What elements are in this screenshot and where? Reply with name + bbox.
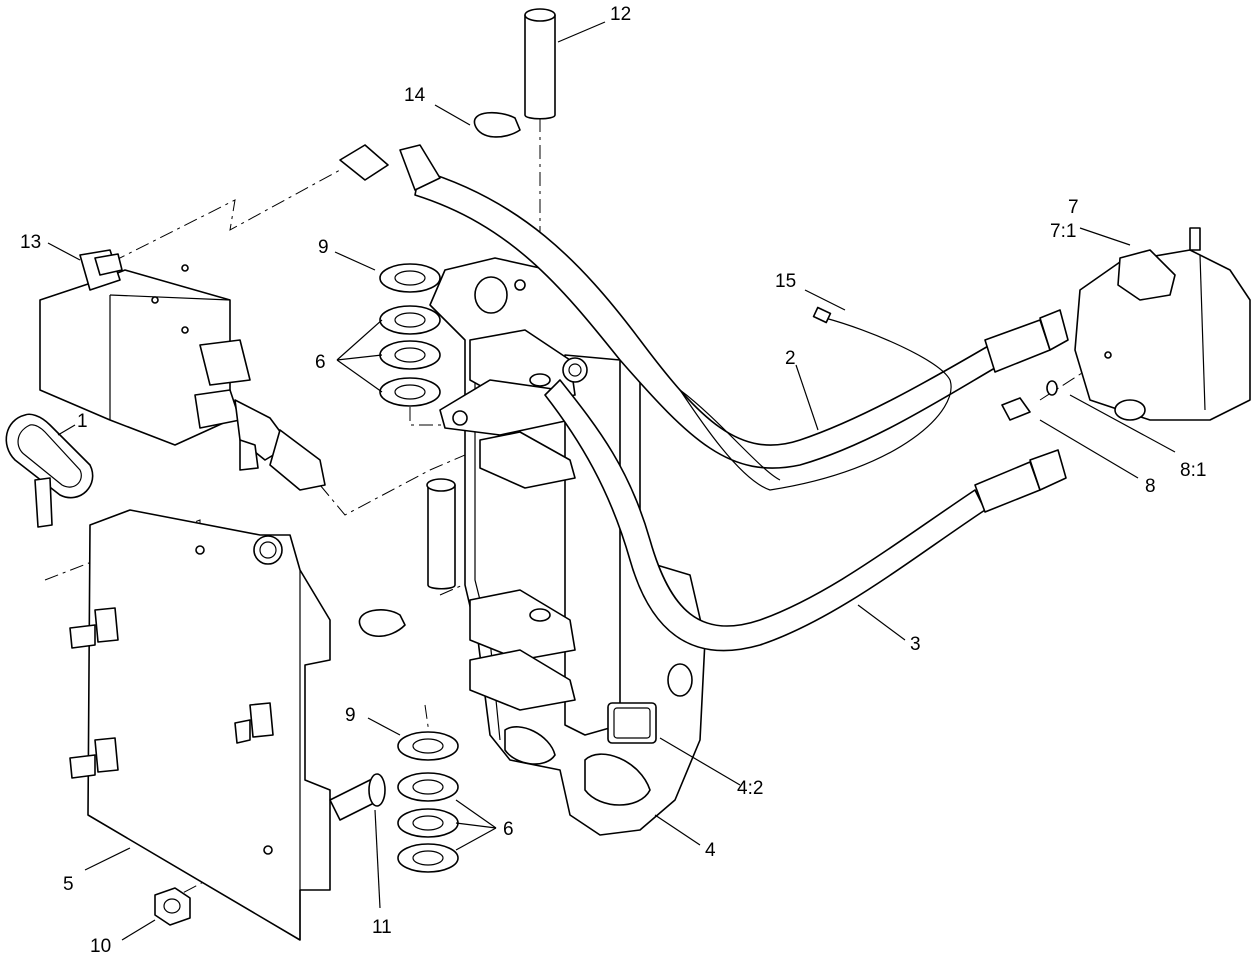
leader-lines bbox=[47, 21, 1176, 941]
callout-5: 5 bbox=[63, 874, 74, 895]
callout-15: 15 bbox=[775, 271, 796, 292]
callout-8: 8 bbox=[1145, 476, 1156, 497]
main-bracket bbox=[429, 257, 706, 836]
hairpin-clips bbox=[358, 111, 521, 638]
callout-7-1: 7:1 bbox=[1050, 221, 1076, 242]
hose-3 bbox=[544, 357, 1067, 652]
cable-tie-15 bbox=[679, 306, 952, 491]
callout-11: 11 bbox=[372, 917, 392, 938]
callout-3: 3 bbox=[910, 634, 921, 655]
valve-block bbox=[39, 249, 326, 491]
callout-4: 4 bbox=[705, 840, 716, 861]
callout-9-upper: 9 bbox=[318, 237, 329, 258]
callout-4-2: 4:2 bbox=[737, 778, 763, 799]
callout-6-lower: 6 bbox=[503, 819, 514, 840]
callout-12: 12 bbox=[610, 4, 631, 25]
callout-labels: 12 14 13 9 6 1 15 2 7 7:1 8:1 8 3 9 6 4:… bbox=[20, 4, 1206, 957]
callout-2: 2 bbox=[785, 348, 796, 369]
hardware-bolt-nut bbox=[154, 773, 386, 926]
callout-1: 1 bbox=[77, 411, 88, 432]
callout-7: 7 bbox=[1068, 197, 1079, 218]
pins bbox=[426, 8, 556, 590]
hose-2 bbox=[339, 144, 1069, 469]
callout-6-upper: 6 bbox=[315, 352, 326, 373]
callout-10: 10 bbox=[90, 936, 111, 957]
motor bbox=[1001, 227, 1251, 421]
upper-washers bbox=[379, 263, 441, 407]
pin-1 bbox=[5, 413, 94, 528]
mount-plate-5 bbox=[69, 509, 331, 941]
callout-9-lower: 9 bbox=[345, 705, 356, 726]
lower-washers bbox=[397, 731, 459, 873]
callout-14: 14 bbox=[404, 85, 426, 106]
callout-13: 13 bbox=[20, 232, 41, 253]
callout-8-1: 8:1 bbox=[1180, 460, 1206, 481]
